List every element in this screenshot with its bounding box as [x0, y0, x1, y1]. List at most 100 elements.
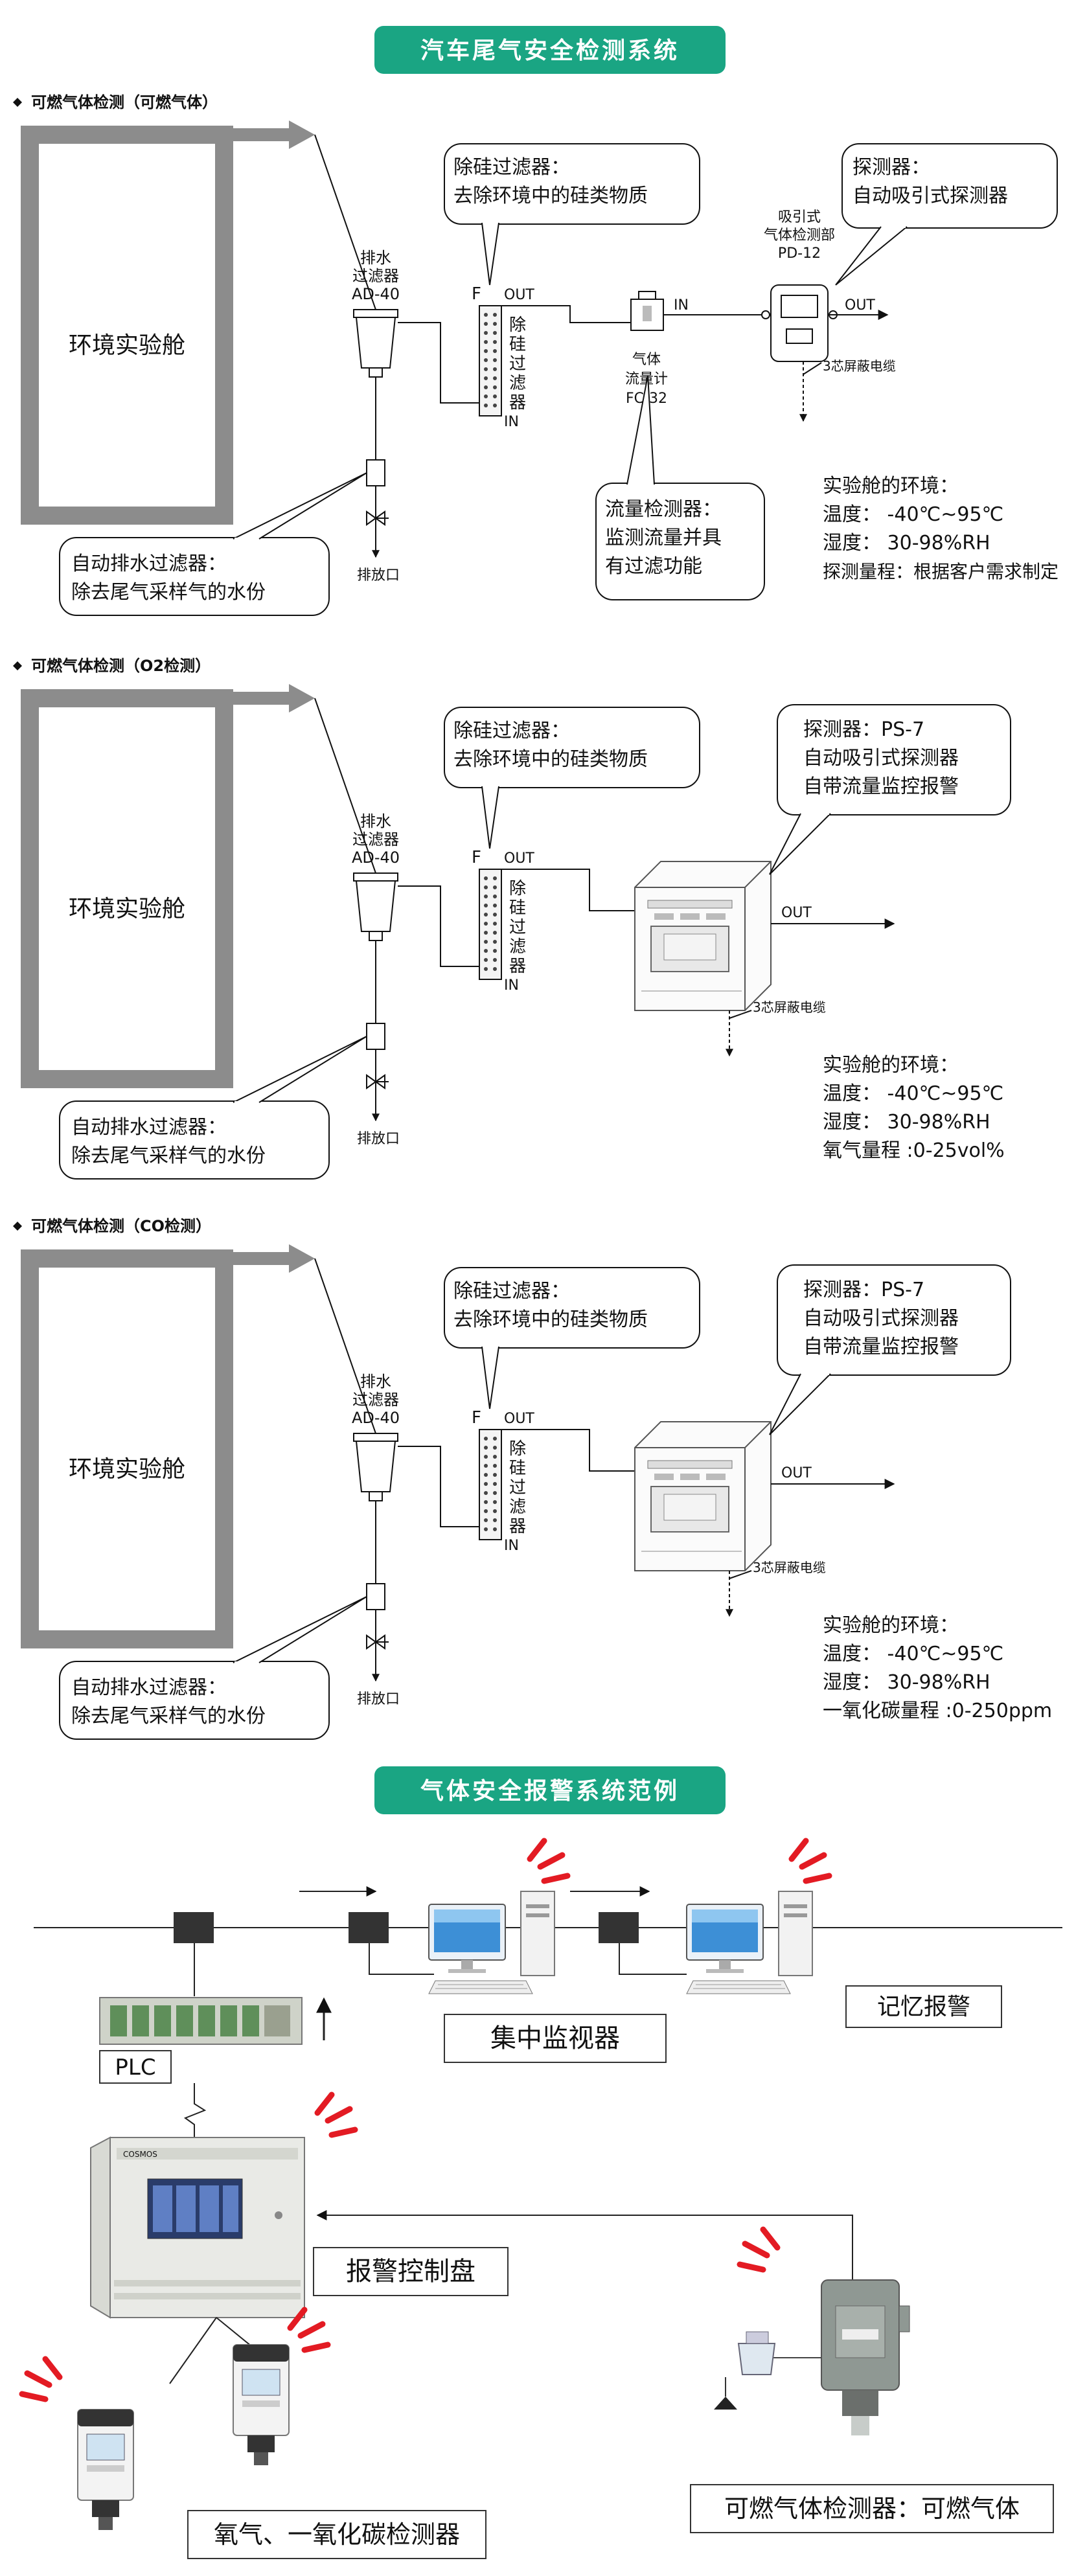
silicon-filter-in: IN — [504, 977, 519, 994]
silicon-filter-name: 硅 — [509, 1459, 526, 1478]
auto-drain-callout: 自动排水过滤器： — [71, 1676, 227, 1699]
section-heading: 可燃气体检测（O2检测） — [31, 657, 211, 675]
flow-meter-label: 气体 — [632, 352, 661, 368]
alarm-burst-icon — [22, 2359, 60, 2399]
central-monitor-pc — [428, 1891, 555, 1994]
pd12-label: 气体检测部 — [764, 227, 835, 244]
silicon-filter-name: 硅 — [509, 335, 526, 354]
env-spec: 温度： -40℃~95℃ — [823, 1643, 1003, 1665]
silicon-filter-name: 滤 — [509, 374, 526, 393]
cable-label: 3芯屏蔽电缆 — [753, 1560, 826, 1575]
exhaust-port-label: 排放口 — [357, 567, 400, 584]
drain-filter-label: 排水 — [360, 1373, 391, 1391]
memory-alarm-pc — [686, 1891, 813, 1994]
flow-callout: 监测流量并具 — [605, 527, 722, 549]
combustible-detector — [714, 2279, 910, 2435]
alarm-banner — [374, 1766, 726, 1814]
silicon-filter — [479, 1429, 502, 1540]
drain-filter-label: 过滤器 — [352, 1391, 399, 1409]
silicon-filter-f: F — [472, 284, 481, 304]
silicon-filter-name: 滤 — [509, 1498, 526, 1517]
detector-callout: 探测器： — [852, 156, 930, 179]
silicon-filter-name: 过 — [509, 1478, 526, 1498]
out-label: OUT — [781, 905, 812, 921]
cable-label: 3芯屏蔽电缆 — [823, 358, 896, 374]
cable-label: 3芯屏蔽电缆 — [753, 999, 826, 1015]
auto-drain-callout: 除去尾气采样气的水份 — [71, 1705, 266, 1727]
drain-filter — [353, 309, 398, 378]
drain-filter-label: 过滤器 — [352, 830, 399, 849]
pd12-label: PD-12 — [778, 245, 821, 262]
env-spec: 温度： -40℃~95℃ — [823, 1082, 1003, 1105]
silicon-filter-name: 过 — [509, 354, 526, 374]
silicon-filter-name: 过 — [509, 918, 526, 937]
detection-section: 可燃气体检测（可燃气体）环境实验舱排水过滤器AD-40排放口自动排水过滤器：除去… — [13, 93, 1058, 616]
silicon-filter — [479, 869, 502, 980]
drain-filter-label: 过滤器 — [352, 267, 399, 285]
detection-section: 可燃气体检测（CO检测）环境实验舱排水过滤器AD-40排放口自动排水过滤器：除去… — [13, 1217, 1052, 1740]
silicon-callout: 除硅过滤器： — [453, 1280, 570, 1303]
alarm-title: 气体安全报警系统范例 — [420, 1777, 680, 1805]
silicon-callout: 除硅过滤器： — [453, 156, 570, 179]
auto-drain-callout: 除去尾气采样气的水份 — [71, 1145, 266, 1167]
silicon-filter-name: 硅 — [509, 898, 526, 918]
detection-section: 可燃气体检测（O2检测）环境实验舱排水过滤器AD-40排放口自动排水过滤器：除去… — [13, 657, 1011, 1180]
o2-co-detector-label: 氧气、一氧化碳检测器 — [214, 2520, 460, 2549]
drain-filter-label: AD-40 — [352, 1409, 400, 1427]
ps7-detector — [634, 1421, 772, 1571]
detector-callout: 探测器：PS-7 — [803, 718, 924, 741]
auto-drain-filter — [366, 459, 385, 486]
flow-callout: 有过滤功能 — [605, 555, 702, 578]
silicon-filter-in: IN — [504, 1538, 519, 1554]
detector-callout: 自动吸引式探测器 — [852, 185, 1008, 207]
silicon-filter-name: 器 — [509, 1517, 526, 1536]
network-node — [349, 1912, 389, 1943]
environment-chamber — [21, 1249, 233, 1648]
silicon-filter-name: 除 — [509, 315, 526, 335]
silicon-filter-out: OUT — [504, 1411, 534, 1427]
env-spec: 氧气量程 :0-25vol% — [823, 1139, 1005, 1162]
env-spec: 一氧化碳量程 :0-250ppm — [823, 1700, 1052, 1722]
alarm-control-panel: COSMOS — [90, 2136, 305, 2319]
env-spec: 湿度： 30-98%RH — [823, 1671, 990, 1694]
silicon-filter-name: 除 — [509, 879, 526, 898]
env-spec: 湿度： 30-98%RH — [823, 532, 990, 554]
in-label: IN — [674, 297, 689, 313]
environment-chamber — [21, 689, 233, 1088]
silicon-filter-name: 器 — [509, 957, 526, 976]
env-spec: 温度： -40℃~95℃ — [823, 503, 1003, 526]
drain-filter-label: 排水 — [360, 812, 391, 830]
drain-filter-label: AD-40 — [352, 849, 400, 867]
detector-callout: 自动吸引式探测器 — [803, 747, 959, 769]
silicon-callout: 除硅过滤器： — [453, 720, 570, 742]
silicon-filter-f: F — [472, 848, 481, 867]
co-detector — [233, 2344, 290, 2466]
ps7-detector — [634, 861, 772, 1011]
auto-drain-callout: 自动排水过滤器： — [71, 1116, 227, 1139]
auto-drain-callout: 除去尾气采样气的水份 — [71, 581, 266, 604]
exhaust-port-label: 排放口 — [357, 1131, 400, 1147]
auto-drain-filter — [366, 1583, 385, 1610]
silicon-filter-out: OUT — [504, 850, 534, 867]
alarm-burst-icon — [317, 2095, 355, 2135]
silicon-callout: 去除环境中的硅类物质 — [453, 185, 648, 207]
silicon-callout: 去除环境中的硅类物质 — [453, 748, 648, 771]
memory-alarm-label: 记忆报警 — [877, 1994, 970, 2020]
silicon-filter-f: F — [472, 1408, 481, 1428]
central-monitor-label: 集中监视器 — [490, 2023, 620, 2053]
chamber-label: 环境实验舱 — [69, 332, 185, 359]
alarm-panel-label: 报警控制盘 — [346, 2257, 475, 2286]
drain-filter — [353, 872, 398, 941]
section-heading: 可燃气体检测（CO检测） — [31, 1217, 211, 1235]
alarm-burst-icon — [740, 2229, 777, 2270]
env-spec: 湿度： 30-98%RH — [823, 1111, 990, 1134]
pd12-label: 吸引式 — [778, 209, 821, 225]
silicon-filter — [479, 305, 502, 416]
silicon-filter-in: IN — [504, 414, 519, 430]
network-node — [599, 1912, 639, 1943]
o2-detector — [77, 2409, 134, 2531]
section-heading: 可燃气体检测（可燃气体） — [31, 93, 218, 111]
page-title: 汽车尾气安全检测系统 — [420, 37, 680, 64]
detector-callout: 探测器：PS-7 — [803, 1279, 924, 1301]
chamber-label: 环境实验舱 — [69, 1456, 185, 1483]
